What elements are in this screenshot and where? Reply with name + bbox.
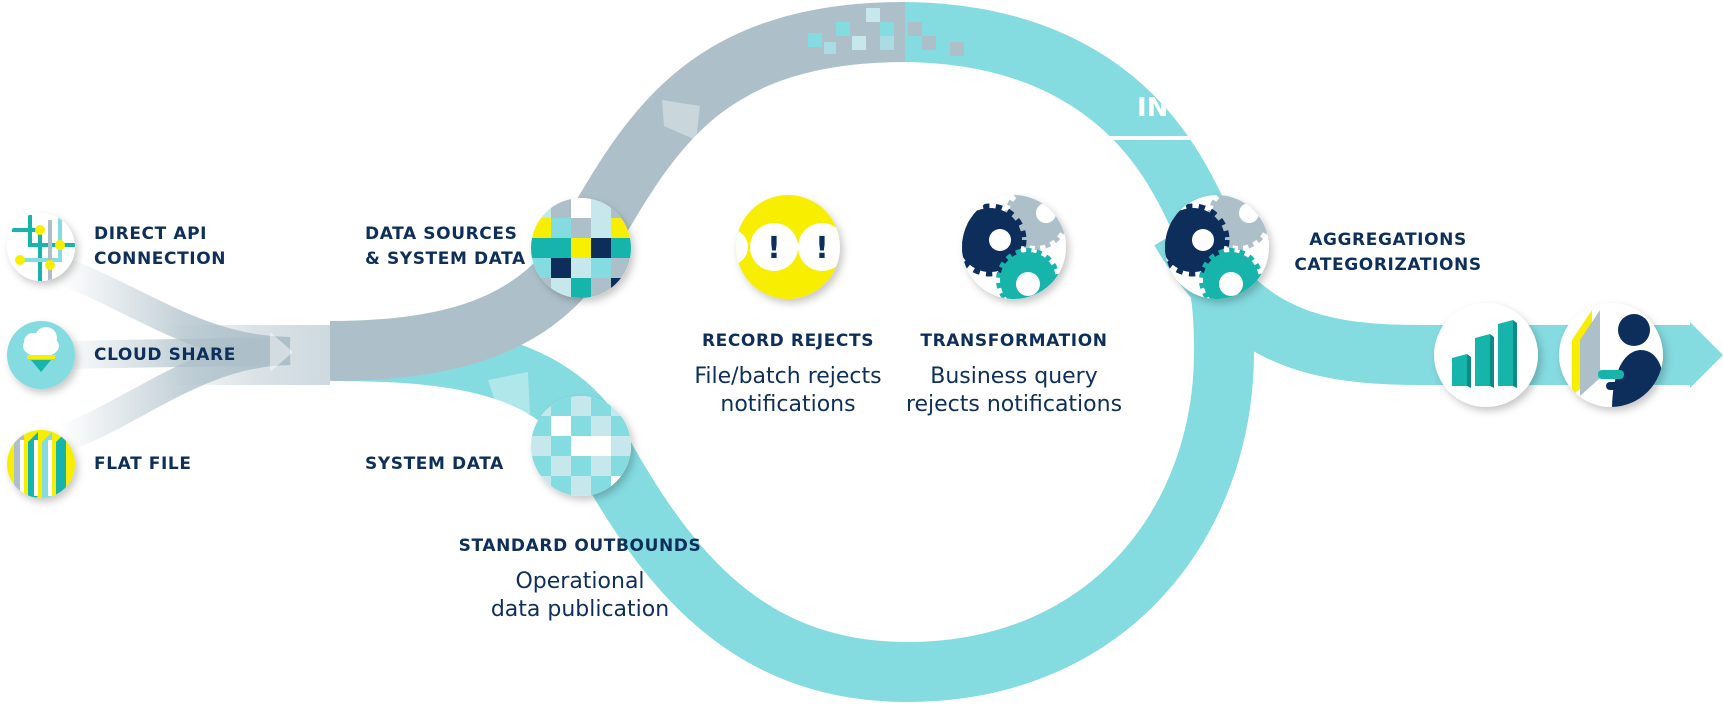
flat-file-label: FLAT FILE (94, 452, 192, 477)
standard-outbounds-desc-line2: data publication (490, 597, 670, 622)
aggregations-label-line2: CATEGORIZATIONS (1294, 255, 1482, 275)
standard-outbounds-title: STANDARD OUTBOUNDS (455, 534, 705, 559)
loop-label: IN (1137, 93, 1168, 123)
data-sources-label-line1: DATA SOURCES (365, 224, 518, 244)
system-data-label: SYSTEM DATA (365, 452, 504, 477)
cloud-share-label-text: CLOUD SHARE (94, 345, 236, 365)
loop-right-flow-path (899, 2, 1254, 353)
data-sources-label: DATA SOURCES & SYSTEM DATA (365, 222, 526, 272)
hub-chevron (270, 332, 293, 372)
system-data-mosaic-icon (531, 396, 631, 496)
gears-icon (962, 195, 1066, 299)
output-arrow-head (1690, 322, 1723, 388)
direct-api-label-line2: CONNECTION (94, 249, 227, 269)
record-rejects-node: ! ! (736, 195, 840, 299)
input-direct-api (7, 213, 75, 281)
aggregations-label-line1: AGGREGATIONS (1309, 230, 1467, 250)
record-rejects-desc-line2: notifications (720, 392, 856, 417)
transformation-node (962, 195, 1066, 299)
svg-text:!: ! (767, 231, 781, 266)
system-data-label-text: SYSTEM DATA (365, 454, 504, 474)
loop-label-divider (1098, 136, 1190, 140)
input-flat-file (7, 430, 75, 498)
lower-branch-arrow (488, 372, 530, 414)
transformation-title-text: TRANSFORMATION (920, 331, 1108, 351)
data-sources-node (531, 198, 631, 298)
system-data-flow-path (329, 321, 1254, 703)
record-rejects-desc: File/batch rejects notifications (668, 363, 908, 419)
data-sources-label-line2: & SYSTEM DATA (365, 249, 526, 269)
transformation-desc-line1: Business query (930, 364, 1098, 389)
output-bar-chart (1434, 303, 1538, 407)
output-user-screen (1559, 303, 1663, 407)
aggregations-label: AGGREGATIONS CATEGORIZATIONS (1288, 228, 1488, 278)
transformation-title: TRANSFORMATION (884, 329, 1144, 354)
alert-icon: ! ! (736, 195, 840, 299)
svg-text:!: ! (815, 231, 829, 266)
circuit-icon (7, 213, 75, 281)
record-rejects-title: RECORD REJECTS (668, 329, 908, 354)
record-rejects-desc-line1: File/batch rejects (694, 364, 882, 389)
user-screen-icon (1559, 303, 1663, 407)
system-data-node (531, 396, 631, 496)
flat-file-label-text: FLAT FILE (94, 454, 192, 474)
standard-outbounds-title-text: STANDARD OUTBOUNDS (458, 536, 702, 556)
upper-branch-arrow (662, 100, 700, 140)
input-cloud-share (7, 321, 75, 389)
stacked-files-icon (7, 430, 75, 498)
cloud-upload-icon (7, 321, 75, 389)
transformation-desc-line2: rejects notifications (905, 392, 1123, 417)
transformation-desc: Business query rejects notifications (884, 363, 1144, 419)
standard-outbounds-desc-line1: Operational (515, 569, 645, 594)
data-sources-flow-path (329, 2, 906, 381)
standard-outbounds-desc: Operational data publication (455, 568, 705, 624)
bar-chart-icon (1434, 303, 1538, 407)
data-mosaic-icon (531, 198, 631, 298)
pixel-transition-squares (808, 8, 964, 56)
direct-api-label: DIRECT API CONNECTION (94, 222, 226, 272)
direct-api-label-line1: DIRECT API (94, 224, 208, 244)
record-rejects-title-text: RECORD REJECTS (701, 331, 875, 351)
cloud-share-label: CLOUD SHARE (94, 343, 236, 368)
